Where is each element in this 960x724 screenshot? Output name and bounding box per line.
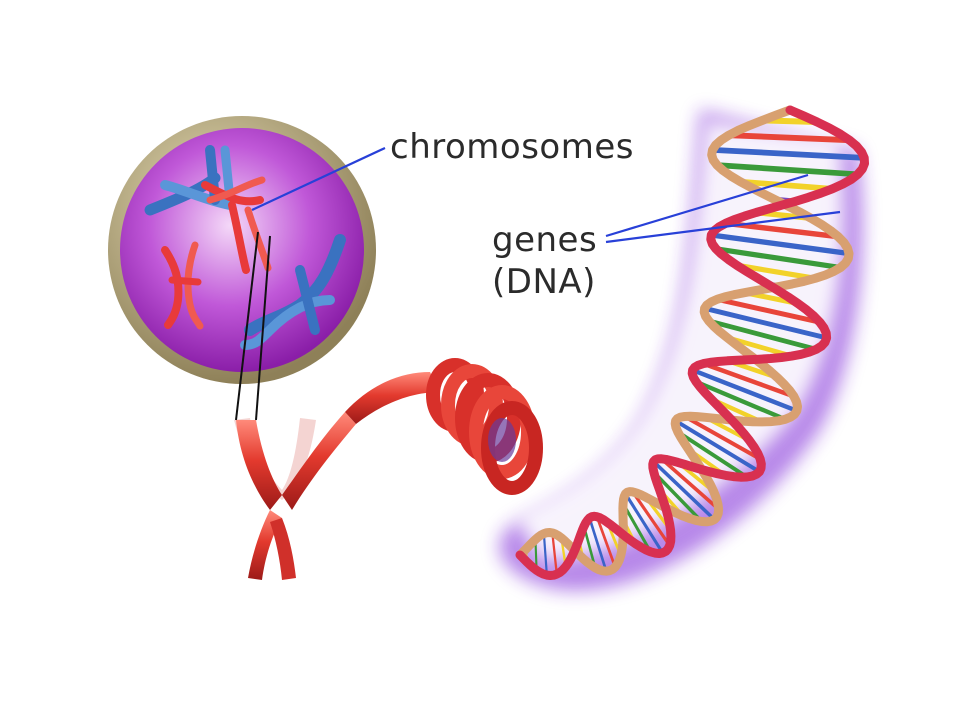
dna-label: (DNA) [492,262,596,302]
chromosomes-label: chromosomes [390,127,634,167]
genes-label: genes [492,220,597,260]
chromosome-icon [234,412,356,580]
coiled-fiber-icon [345,365,536,488]
